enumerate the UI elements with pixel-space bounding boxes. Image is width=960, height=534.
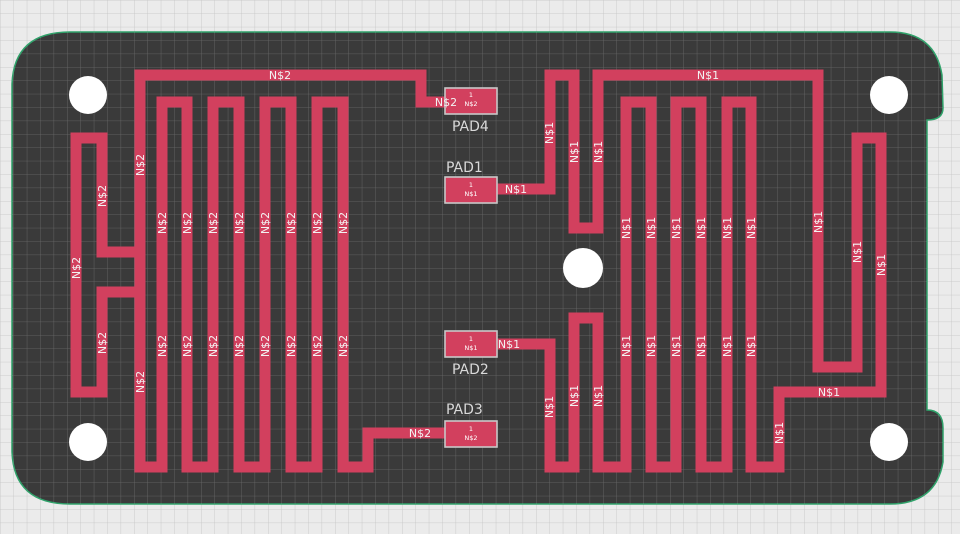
net-label: N$1 [695,217,708,239]
net-label: N$1 [592,385,605,407]
net-label: N$2 [156,212,169,234]
pad3-label[interactable]: PAD3 [446,402,483,418]
net-label: N$2 [233,335,246,357]
pad3-pin: 1 [469,425,473,433]
pad4-box[interactable] [444,87,498,115]
net-label: N$2 [269,69,291,82]
net-label: N$1 [568,141,581,163]
net-label: N$1 [721,217,734,239]
net-label: N$1 [498,338,520,351]
net-label: N$1 [620,335,633,357]
net-label: N$1 [773,422,786,444]
net-label: N$1 [670,335,683,357]
pad1-pin: 1 [469,181,473,189]
net-label: N$2 [259,212,272,234]
mounting-hole-bottom-left[interactable] [69,423,107,461]
net-label: N$1 [620,217,633,239]
pad1-net: N$1 [464,190,477,198]
net-label: N$2 [337,212,350,234]
pad3-box[interactable] [444,420,498,448]
net-label: N$1 [592,141,605,163]
trace-n2-branch[interactable] [70,132,146,398]
pad4-label[interactable]: PAD4 [452,119,489,135]
net-label: N$2 [134,371,147,393]
net-label: N$1 [818,386,840,399]
pad3-net: N$2 [464,434,477,442]
pad2-pin: 1 [469,335,473,343]
net-label: N$2 [311,335,324,357]
net-label: N$2 [207,212,220,234]
pad2-box[interactable] [444,330,498,358]
net-label: N$2 [337,335,350,357]
net-label: N$1 [568,385,581,407]
net-label: N$1 [745,217,758,239]
net-label: N$2 [409,427,431,440]
net-label: N$2 [70,257,83,279]
net-label: N$2 [207,335,220,357]
mounting-hole-top-left[interactable] [69,76,107,114]
net-label: N$1 [851,241,864,263]
mounting-hole-top-right[interactable] [870,76,908,114]
vertical-net2-labels: N$2 N$2 N$2 N$2 N$2 N$2 N$2 N$2 N$2 N$2 … [70,154,350,393]
net-label: N$2 [96,332,109,354]
trace-n1-upper[interactable] [465,69,887,473]
net-label: N$1 [695,335,708,357]
net-label: N$1 [505,183,527,196]
trace-n2-main[interactable] [134,69,477,473]
net-label: N$1 [812,211,825,233]
net-label: N$1 [745,335,758,357]
pad4-net: N$2 [464,100,477,108]
pad1-label[interactable]: PAD1 [446,160,483,176]
net-label: N$1 [543,396,556,418]
pad2-net: N$1 [464,344,477,352]
pad4-pin: 1 [469,91,473,99]
pad2-label[interactable]: PAD2 [452,362,489,378]
net-label: N$2 [435,96,457,109]
mounting-hole-bottom-right[interactable] [870,423,908,461]
net-label: N$2 [156,335,169,357]
net-label: N$2 [134,154,147,176]
net-label: N$2 [285,212,298,234]
net-label: N$2 [233,212,246,234]
net-label: N$1 [645,335,658,357]
net-label: N$1 [645,217,658,239]
net-label: N$2 [285,335,298,357]
center-hole[interactable] [563,248,603,288]
net-label: N$1 [875,254,888,276]
vertical-net1-labels: N$1 N$1 N$1 N$1 N$1 N$1 N$1 N$1 N$1 N$1 … [543,122,888,444]
board-grid [12,32,943,504]
net-label: N$2 [259,335,272,357]
net-label: N$2 [181,335,194,357]
net-label: N$2 [181,212,194,234]
pad1-box[interactable] [444,176,498,204]
net-label: N$1 [721,335,734,357]
net-label: N$1 [697,69,719,82]
net-label: N$2 [311,212,324,234]
net-label: N$1 [670,217,683,239]
net-label: N$2 [96,185,109,207]
net-label: N$1 [543,122,556,144]
